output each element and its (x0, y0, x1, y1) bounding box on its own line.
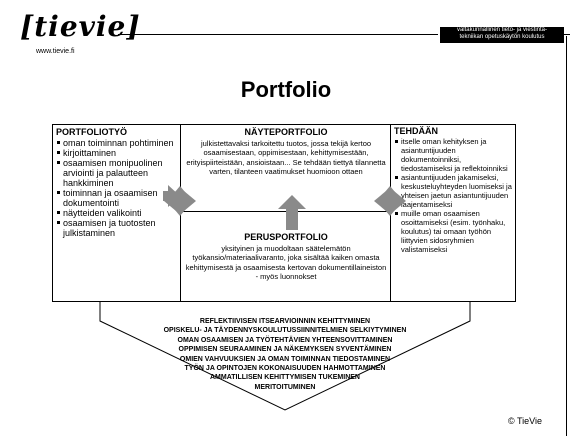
list-item: oman toiminnan pohtiminen (56, 138, 178, 148)
outcome-item: REFLEKTIIVISEN ITSEARVIOINNIN KEHITTYMIN… (199, 318, 371, 325)
list-item: itselle oman kehityksen ja asiantuntijuu… (394, 137, 514, 173)
header-rule (118, 34, 438, 35)
list-item: muille oman osaamisen osoittamiseksi (es… (394, 209, 514, 254)
tagline-line-1: valtakunnallinen tieto- ja viestintä- (456, 27, 548, 33)
perusportfolio-text: yksityinen ja muodoltaan säätelemätön ty… (185, 243, 387, 282)
list-item: kirjoittaminen (56, 148, 178, 158)
portfoliotyo-heading: PORTFOLIOTYÖ (56, 127, 127, 137)
right-cross-arrow-icon (374, 186, 406, 216)
list-item: osaamisen ja tuotosten julkistaminen (56, 218, 178, 238)
portfolio-table (52, 124, 516, 302)
list-item: näytteiden valikointi (56, 208, 178, 218)
nayteportfolio-heading: NÄYTEPORTFOLIO (244, 127, 328, 137)
perusportfolio-cell: PERUSPORTFOLIO yksityinen ja muodoltaan … (184, 232, 388, 282)
logo-url: www.tievie.fi (36, 48, 75, 55)
nayteportfolio-cell: NÄYTEPORTFOLIO julkistettavaksi tarkoite… (184, 127, 388, 177)
tehdaan-heading: TEHDÄÄN (394, 126, 438, 136)
nayteportfolio-text: julkistettavaksi tarkoitettu tuotos, jos… (186, 138, 386, 177)
tehdaan-column: TEHDÄÄN itselle oman kehityksen ja asian… (394, 126, 514, 255)
outcomes-list: REFLEKTIIVISEN ITSEARVIOINNIN KEHITTYMIN… (120, 317, 450, 392)
portfoliotyo-column: PORTFOLIOTYÖ oman toiminnan pohtiminen k… (56, 127, 178, 238)
left-cross-arrow-icon (163, 185, 196, 216)
tievie-logo: [tievie] (20, 10, 141, 43)
list-item: asiantuntijuuden jakamiseksi, keskustelu… (394, 173, 514, 209)
up-arrow-icon (278, 195, 306, 230)
center-divider (180, 211, 391, 212)
copyright: © TieVie (508, 416, 542, 426)
tehdaan-list: itselle oman kehityksen ja asiantuntijuu… (394, 137, 514, 254)
outcome-item: MERITOITUMINEN (254, 383, 316, 391)
outcome-item: OPISKELU- JA TÄYDENNYSKOULUTUSSIINNITELM… (163, 327, 407, 335)
list-item: toiminnan ja osaamisen dokumentointi (56, 188, 178, 208)
outcome-item: OPPIMISEN SEURAAMINEN JA NÄKEMYKSEN SYVE… (178, 346, 392, 354)
list-item: osaamisen monipuolinen arviointi ja pala… (56, 158, 178, 188)
outcome-item: TYÖN JA OPINTOJEN KOKONAISUUDEN HAHMOTTA… (184, 365, 386, 373)
outcome-arrow-icon (99, 302, 471, 411)
outcome-item: OMIEN VAHVUUKSIEN JA OMAN TOIMINNAN TIED… (179, 355, 391, 363)
page-title: Portfolio (240, 77, 332, 102)
header-rule-end (564, 34, 570, 35)
outcome-item: OMAN OSAAMISEN JA TYÖTEHTÄVIEN YHTEENSOV… (177, 336, 393, 344)
tagline-box: valtakunnallinen tieto- ja viestintä- te… (440, 27, 564, 43)
outcome-item: AMMATILLISEN KEHITTYMISEN TUKEMINEN (210, 374, 360, 382)
perusportfolio-heading: PERUSPORTFOLIO (244, 232, 328, 242)
right-border-rule (566, 36, 567, 436)
tagline-line-2: tekniikan opetuskäytön koulutus (459, 34, 545, 40)
portfoliotyo-list: oman toiminnan pohtiminen kirjoittaminen… (56, 138, 178, 238)
